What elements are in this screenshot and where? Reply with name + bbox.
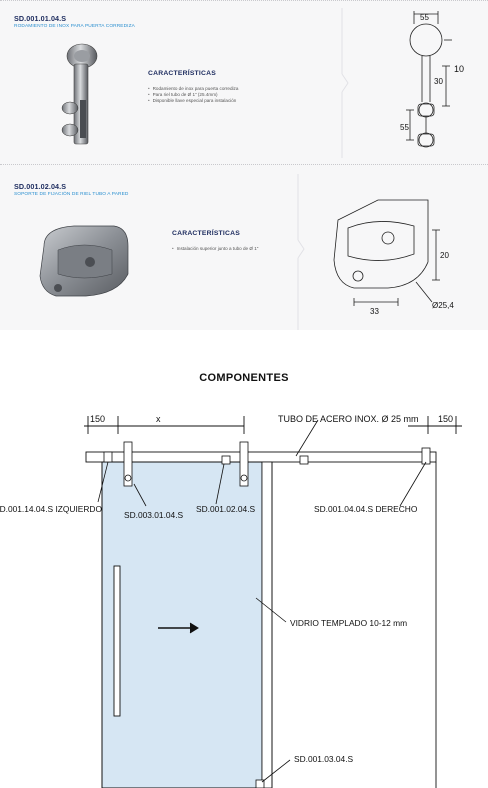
product-code: SD.001.01.04.S [14, 14, 67, 23]
dim-label: 33 [370, 307, 379, 316]
features-list: Rodamiento de inox para puerta corrediza… [148, 86, 239, 105]
roller [123, 441, 133, 487]
product-subtitle: SOPORTE DE FIJACIÓN DE RIEL TUBO A PARED [14, 192, 129, 197]
left-stop [103, 451, 113, 463]
product-card-roller: SD.001.01.04.S RODAMIENTO DE INOX PARA P… [0, 0, 488, 158]
product-subtitle: RODAMIENTO DE INOX PARA PUERTA CORREDIZA [14, 24, 135, 29]
bracket [221, 455, 231, 465]
dim-label: 55 [420, 13, 429, 22]
glass-panel [101, 461, 263, 788]
product-code: SD.001.02.04.S [14, 182, 67, 191]
dim-label: Ø25,4 [432, 301, 454, 310]
components-title: COMPONENTES [199, 372, 289, 384]
floor-guide [255, 779, 265, 788]
guide-label: SD.001.03.04.S [294, 754, 354, 764]
product-card-bracket: SD.001.02.04.S SOPORTE DE FIJACIÓN DE RI… [0, 164, 488, 330]
dim-right-label: 150 [438, 414, 453, 424]
glass-edge [261, 461, 273, 788]
feature-item: Rodamiento de inox para puerta corrediza [148, 86, 239, 92]
features-list: Instalación superior junto a tubo de Ø 1… [172, 246, 268, 252]
dim-label: 20 [440, 251, 449, 260]
chevron-divider [341, 8, 349, 158]
roller-label: SD.003.01.04.S [124, 510, 184, 520]
bracket [299, 455, 309, 465]
dotted-divider [0, 164, 488, 165]
dim-label: 10 [454, 64, 464, 74]
bracket-label: SD.001.02.04.S [196, 504, 256, 514]
features-title: CARACTERÍSTICAS [148, 70, 216, 77]
dim-left-label: 150 [90, 414, 105, 424]
steel-tube [85, 451, 437, 463]
chevron-divider [297, 174, 305, 330]
bracket-photo [39, 225, 129, 297]
features-title: CARACTERÍSTICAS [172, 230, 240, 237]
arrow-right-icon [189, 622, 199, 634]
components-plan-drawing: 150 x 150 TUBO DE ACERO INOX. Ø 25 mm SD… [0, 414, 462, 788]
right-stop [421, 447, 431, 465]
feature-item: Instalación superior junto a tubo de Ø 1… [172, 246, 268, 252]
dim-label: 30 [434, 77, 443, 86]
feature-item: Para riel tubo de Ø 1" (25.4mm) [148, 92, 238, 98]
feature-item: Disponible llave especial para instalaci… [148, 98, 238, 104]
door-handle [113, 565, 121, 717]
roller-photo [61, 43, 98, 145]
dim-label: 55 [400, 123, 409, 132]
left-stop-label: SD.001.14.04.S IZQUIERDO [0, 504, 102, 514]
bracket-drawing: 20 33 Ø25,4 [333, 199, 454, 316]
dim-x-label: x [156, 414, 161, 424]
tube-label: TUBO DE ACERO INOX. Ø 25 mm [278, 414, 419, 424]
glass-label: VIDRIO TEMPLADO 10-12 mm [290, 618, 407, 628]
product-catalog-sheet: SD.001.01.04.S RODAMIENTO DE INOX PARA P… [0, 0, 488, 330]
dotted-divider [0, 0, 488, 1]
right-stop-label: SD.001.04.04.S DERECHO [314, 504, 418, 514]
roller [239, 441, 249, 487]
roller-drawing: 55 10 30 55 [400, 11, 464, 148]
